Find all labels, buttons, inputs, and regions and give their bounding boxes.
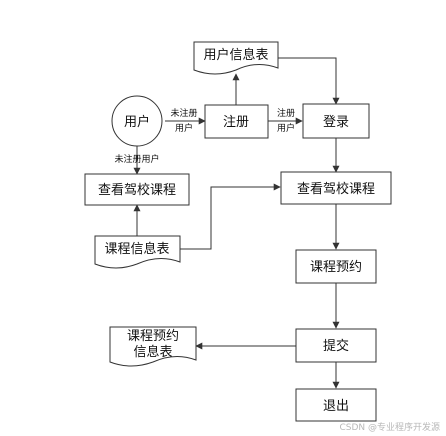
node-login-label: 登录 (323, 115, 349, 130)
node-view-courses-left: 查看驾校课程 (84, 173, 190, 206)
node-user-info-table: 用户信息表 (193, 41, 279, 75)
node-logout-label: 退出 (323, 399, 349, 414)
edge-label-registered-1: 注册 (277, 107, 295, 119)
node-submit: 提交 (295, 328, 377, 363)
node-course-booking-label: 课程预约 (310, 260, 362, 275)
node-course-info-table-label: 课程信息表 (104, 241, 169, 257)
edge-course-info-to-view-courses-main (180, 183, 281, 250)
node-user-label: 用户 (124, 114, 150, 130)
node-register: 注册 (204, 104, 269, 139)
node-view-courses-main: 查看驾校课程 (280, 171, 392, 205)
node-user-info-table-label: 用户信息表 (203, 47, 268, 63)
node-login: 登录 (302, 103, 370, 139)
node-view-courses-left-label: 查看驾校课程 (98, 182, 176, 198)
edge-label-registered-2: 用户 (277, 122, 295, 134)
edge-label-unregistered-1: 未注册 (170, 107, 197, 119)
node-submit-label: 提交 (323, 338, 349, 354)
edge-user-info-to-login (278, 57, 340, 105)
node-booking-info-table-label-2: 信息表 (133, 344, 172, 360)
node-view-courses-main-label: 查看驾校课程 (297, 181, 375, 197)
watermark: CSDN @专业程序开发源 (339, 421, 440, 433)
node-register-label: 注册 (223, 115, 249, 130)
node-booking-info-table-label-1: 课程预约 (127, 329, 179, 344)
node-logout: 退出 (295, 388, 377, 422)
node-course-info-table: 课程信息表 (94, 235, 181, 269)
edge-label-unregistered-2: 用户 (175, 122, 193, 134)
node-course-booking: 课程预约 (295, 249, 377, 284)
node-booking-info-table: 课程预约 信息表 (109, 326, 197, 367)
node-user: 用户 (111, 95, 163, 147)
edge-label-unregistered-user: 未注册用户 (114, 153, 159, 165)
